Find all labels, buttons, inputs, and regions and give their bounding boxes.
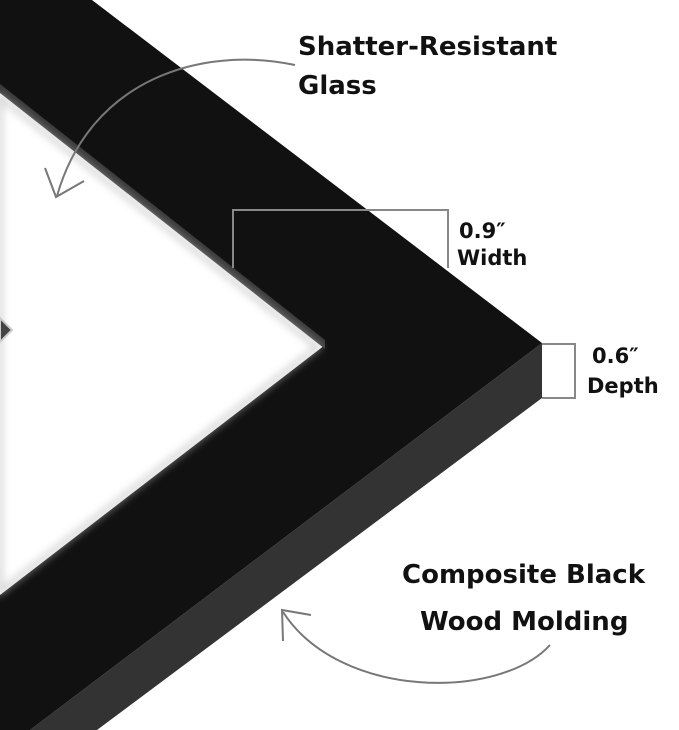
glass-arrowhead-icon [44,167,85,199]
depth-bracket [542,343,576,399]
glass-arrow [56,58,296,197]
frame-front-face [0,0,542,730]
width-value: 0.9″ [459,219,506,243]
photo-corner [0,316,14,344]
white-mat [0,90,325,595]
mat-edge-lip [0,84,325,349]
molding-label-line1: Composite Black [402,560,646,590]
depth-label: Depth [587,374,659,398]
glass-label-line2: Glass [298,71,377,101]
molding-arrow [282,611,551,684]
width-bracket [232,209,449,268]
depth-value: 0.6″ [592,344,639,368]
width-label: Width [457,246,527,270]
molding-arrowhead-icon [280,608,312,642]
molding-label-line2: Wood Molding [420,607,628,637]
mat-inner-shadow [0,93,323,596]
glass-label-line1: Shatter-Resistant [298,32,557,62]
